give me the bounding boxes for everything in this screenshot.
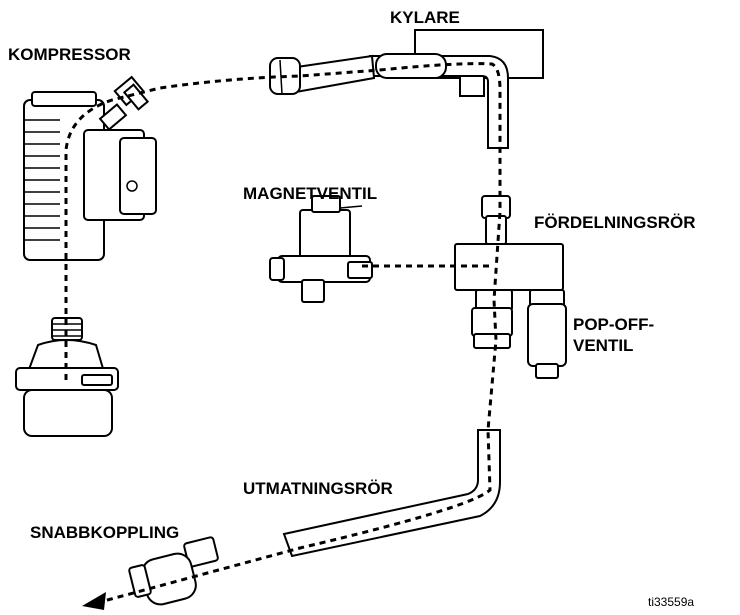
reference-code: ti33559a	[648, 595, 694, 609]
label-snabbkoppling: SNABBKOPPLING	[30, 523, 179, 542]
cooler	[270, 30, 543, 148]
label-magnetventil: MAGNETVENTIL	[243, 184, 377, 203]
label-kompressor: KOMPRESSOR	[8, 45, 131, 64]
label-fordelningsror: FÖRDELNINGSRÖR	[534, 213, 696, 232]
solenoid-valve	[270, 196, 372, 302]
label-popoff-line1: POP-OFF-	[573, 315, 654, 334]
label-utmatningsror: UTMATNINGSRÖR	[243, 479, 393, 498]
pop-off-valve	[528, 290, 566, 378]
compressor	[24, 77, 156, 260]
flow-arrowhead	[82, 592, 106, 610]
label-kylare: KYLARE	[390, 8, 460, 27]
quick-coupling	[129, 537, 219, 608]
label-popoff-line2: VENTIL	[573, 336, 633, 355]
